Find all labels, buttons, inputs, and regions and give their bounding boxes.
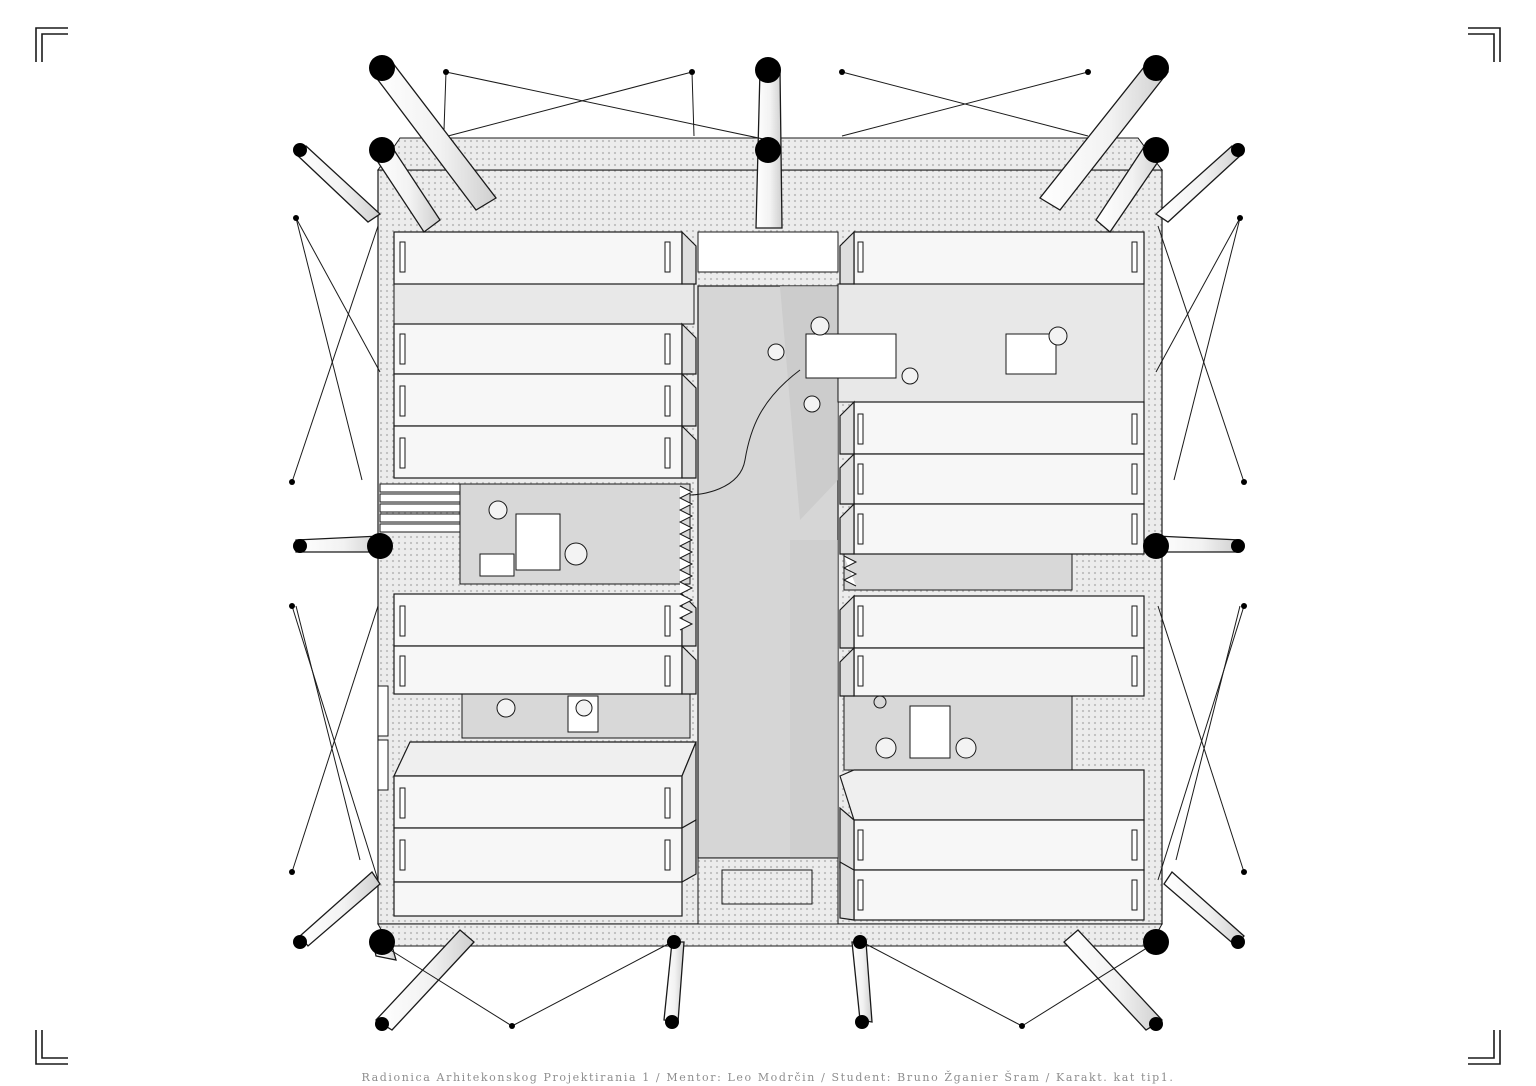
module-handles [399,241,1138,911]
title-block-caption: Radionica Arhitekonskog Projektirania 1 … [0,1071,1536,1084]
figures [488,316,1068,759]
left-wall-pipes [377,483,461,791]
sheet-name: Karakt. kat tip1. [1056,1071,1175,1084]
separator: / [815,1071,832,1084]
separator: / [1040,1071,1057,1084]
central-corridor [689,231,839,925]
bellows-connectors [377,483,858,791]
separator: / [650,1071,667,1084]
structure-tubes [295,61,1245,1031]
crop-marks [35,27,1501,1065]
student-name: Student: Bruno Žganier Šram [831,1071,1041,1084]
course-name: Radionica Arhitekonskog Projektirania 1 [361,1071,651,1084]
column-heads [289,55,1247,1031]
right-modules [839,230,1145,921]
tension-cables [291,71,1245,1027]
left-modules [393,230,697,917]
mentor-name: Mentor: Leo Modrčin [666,1071,816,1084]
